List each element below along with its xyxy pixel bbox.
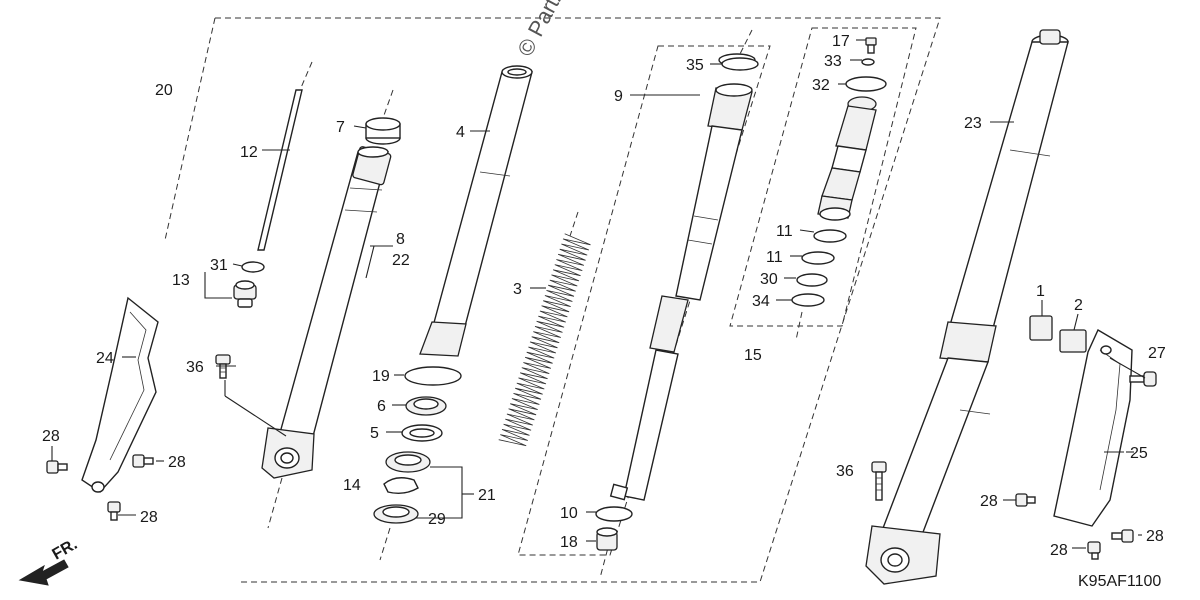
part-17-bolt[interactable]: [865, 37, 877, 54]
callout-15: 15: [744, 347, 762, 364]
part-28-bolt-b[interactable]: [132, 454, 154, 468]
callout-30: 30: [760, 271, 778, 288]
part-30-ring[interactable]: [796, 273, 828, 287]
dash-guide: [599, 539, 611, 579]
callout-20: 20: [155, 82, 173, 99]
callout-14: 14: [343, 477, 361, 494]
part-9-cartridge[interactable]: [609, 53, 756, 501]
part-35-o-ring[interactable]: [721, 57, 759, 71]
callout-11-b: 11: [766, 249, 783, 266]
part-25-fork-guard[interactable]: [1053, 329, 1133, 527]
callout-3: 3: [513, 281, 522, 298]
dash-guide: [569, 211, 579, 237]
part-36-bolt-left[interactable]: [215, 354, 231, 379]
part-34-ring[interactable]: [791, 293, 825, 307]
part-28-bolt-e[interactable]: [1111, 529, 1134, 543]
part-11-ring-b[interactable]: [801, 251, 835, 265]
part-36-bolt-right[interactable]: [871, 461, 887, 501]
front-arrow-label: FR.: [50, 536, 81, 564]
callout-6: 6: [377, 398, 386, 415]
callout-33: 33: [824, 53, 842, 70]
callout-21: 21: [478, 487, 496, 504]
callout-23: 23: [964, 115, 982, 132]
callout-19: 19: [372, 368, 390, 385]
dash-guide: [379, 527, 391, 561]
callout-34: 34: [752, 293, 770, 310]
callout-28-a: 28: [42, 428, 60, 445]
part-4-inner-tube[interactable]: [419, 65, 533, 357]
part-2-clamp[interactable]: [1059, 329, 1087, 353]
callout-28-b: 28: [168, 454, 186, 471]
part-8-axle-bracket[interactable]: [261, 427, 315, 479]
leader-lines: [51, 39, 1146, 549]
callout-5: 5: [370, 425, 379, 442]
part-28-bolt-c[interactable]: [107, 501, 121, 521]
part-32-o-ring[interactable]: [845, 76, 887, 92]
part-27-bolt[interactable]: [1129, 371, 1157, 387]
part-15-valve-assembly[interactable]: [817, 96, 877, 221]
callout-36-right: 36: [836, 463, 854, 480]
part-28-bolt-d[interactable]: [1015, 493, 1036, 507]
callout-28-e: 28: [1146, 528, 1164, 545]
callout-13: 13: [172, 272, 190, 289]
callout-17: 17: [832, 33, 850, 50]
front-arrow: FR.: [18, 536, 81, 586]
callout-31: 31: [210, 257, 228, 274]
part-10-ring[interactable]: [595, 506, 633, 522]
callout-8: 8: [396, 231, 405, 248]
dash-guide: [382, 89, 394, 119]
callout-10: 10: [560, 505, 578, 522]
callout-9: 9: [614, 88, 623, 105]
part-14-clip[interactable]: [383, 477, 419, 495]
part-23-axle-bracket[interactable]: [865, 525, 941, 585]
callout-36-left: 36: [186, 359, 204, 376]
diagram-code: K95AF1100: [1078, 573, 1161, 590]
part-6-seal[interactable]: [405, 396, 447, 416]
part-11-ring-a[interactable]: [813, 229, 847, 243]
part-5-washer[interactable]: [401, 424, 443, 442]
callout-2: 2: [1074, 297, 1083, 314]
part-7-bushing[interactable]: [365, 117, 401, 145]
part-29-dust-seal[interactable]: [373, 504, 419, 524]
callout-25: 25: [1130, 445, 1148, 462]
callout-24: 24: [96, 350, 114, 367]
dash-guide: [739, 29, 753, 55]
part-18-collar[interactable]: [596, 527, 618, 551]
callout-28-c: 28: [140, 509, 158, 526]
callout-28-d: 28: [980, 493, 998, 510]
callout-35: 35: [686, 57, 704, 74]
callout-11-a: 11: [776, 223, 793, 240]
callout-1: 1: [1036, 283, 1045, 300]
callout-22: 22: [392, 252, 410, 269]
callout-18: 18: [560, 534, 578, 551]
callout-labels: 20 12 7 8 22 4 3 9 35 31 13 36 24 28 28 …: [42, 33, 1166, 590]
part-33-washer[interactable]: [861, 58, 875, 66]
dash-guide: [795, 311, 803, 341]
part-28-bolt-f[interactable]: [1087, 541, 1101, 560]
part-19-ring[interactable]: [404, 366, 462, 386]
callout-7: 7: [336, 119, 345, 136]
part-24-fork-guard[interactable]: [81, 296, 159, 493]
part-8-outer-tube[interactable]: [277, 146, 392, 441]
part-3-spring[interactable]: [498, 233, 591, 447]
part-13-adjuster[interactable]: [233, 261, 265, 308]
callout-28-f: 28: [1050, 542, 1068, 559]
dash-guide: [267, 477, 283, 529]
part-12-rod[interactable]: [257, 89, 303, 251]
dash-guide: [299, 61, 313, 91]
callout-4: 4: [456, 124, 465, 141]
part-21-seal[interactable]: [385, 451, 431, 473]
part-28-bolt-a[interactable]: [46, 460, 68, 474]
watermark-text: © Partzilla: [512, 0, 582, 60]
assembly-outlines: [164, 17, 941, 583]
callout-29: 29: [428, 511, 446, 528]
callout-32: 32: [812, 77, 830, 94]
callout-27: 27: [1148, 345, 1166, 362]
part-23-right-fork[interactable]: [879, 29, 1069, 541]
callout-12: 12: [240, 144, 258, 161]
part-1-clamp[interactable]: [1029, 315, 1053, 341]
